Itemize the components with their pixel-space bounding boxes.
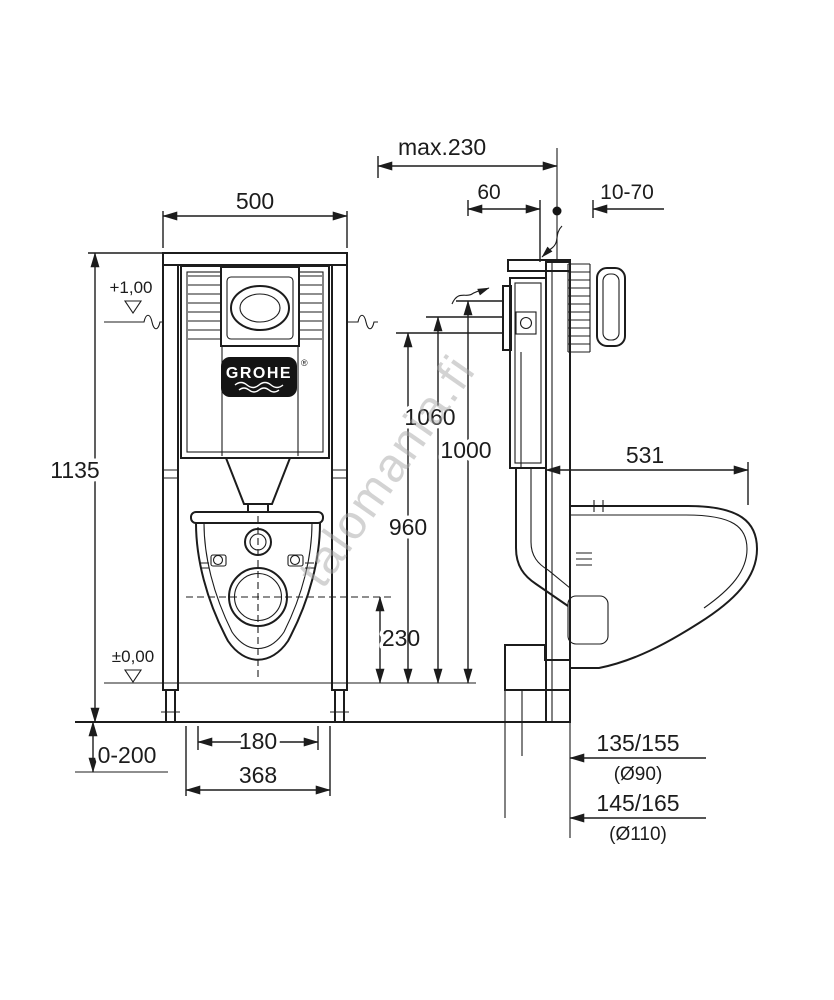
dim-368-label: 368 [239, 762, 277, 788]
frame-left-foot [165, 689, 176, 723]
bolt-hash-marks [200, 562, 314, 569]
cistern-hatch-left [188, 275, 221, 340]
flush-bend-inner [530, 468, 571, 589]
flush-pipe-front [247, 504, 269, 512]
registered-mark: ® [301, 358, 308, 368]
bowl-mount-bar [190, 511, 324, 524]
fixing-bolt [519, 316, 533, 330]
seat-hinge-marks [593, 500, 604, 512]
side-view [451, 148, 759, 838]
dim-60-label: 60 [477, 181, 500, 204]
side-dimensions: max.230 60 10-70 531 135/155 (Ø90) 145/1… [377, 134, 749, 845]
drain-elbow [504, 644, 571, 691]
dim-500-label: 500 [236, 188, 274, 214]
dim-180-label: 180 [239, 728, 277, 754]
dim-drain90-label: 135/155 [596, 730, 679, 756]
dim-feet-label: 0-200 [98, 742, 157, 768]
drain-pipe-extensions [504, 690, 523, 818]
plaster-arrow-left [451, 287, 490, 305]
fixing-box [515, 311, 537, 335]
dim-1000-label: 1000 [440, 437, 491, 463]
flush-plate [220, 266, 300, 347]
flush-plate-profile [596, 267, 626, 347]
frame-top-bar [162, 252, 348, 266]
watermark-text: talomania.fi [288, 346, 486, 597]
level-plus-line-right [347, 314, 378, 330]
flush-bend-outer [515, 468, 569, 607]
dim-230-label: 230 [382, 625, 420, 651]
flush-button-outer [230, 285, 290, 331]
front-dimensions: 500 1135 +1,00 ±0,00 0-200 180 368 230 [47, 188, 570, 796]
wall-reference-dot [552, 206, 562, 216]
logo-wave-1 [234, 381, 284, 389]
flush-plate-inner [226, 276, 294, 340]
level-plus-line-left [104, 314, 163, 330]
level-zero-triangle [123, 669, 143, 683]
cistern-side [509, 277, 547, 469]
level-plus-triangle [123, 300, 143, 314]
bowl-side-rim [570, 514, 748, 609]
bowl-inlet-connector [567, 595, 609, 645]
plaster-arrow-top [541, 225, 563, 258]
dim-1135-label: 1135 [50, 457, 99, 483]
side-rail [545, 261, 571, 723]
logo-wave-2 [238, 387, 280, 393]
rail-joint-marks [163, 469, 347, 479]
cistern-funnel [225, 457, 291, 505]
dim-368-extensions [185, 726, 331, 796]
grohe-logo: GROHE ® [221, 357, 308, 397]
bowl-side-outline [570, 505, 759, 669]
flush-button-inner [239, 293, 281, 323]
flush-plate-side [502, 285, 512, 351]
dim-drain90-diameter: (Ø90) [614, 764, 663, 785]
level-plus-label: +1,00 [109, 278, 152, 297]
frame-right-foot [334, 689, 345, 723]
dim-960-label: 960 [389, 514, 427, 540]
bolt-right [289, 554, 301, 566]
level-zero-label: ±0,00 [112, 647, 154, 666]
front-view: GROHE ® [161, 252, 392, 723]
dim-drain110-label: 145/165 [596, 790, 679, 816]
dim-1060-label: 1060 [404, 404, 455, 430]
cistern-hatch-right [299, 275, 322, 340]
logo-brand-text: GROHE [226, 365, 292, 382]
bolt-left [212, 554, 224, 566]
height-dim-extensions [396, 300, 504, 334]
bowl-connection-marks [576, 552, 592, 566]
dim-1070-label: 10-70 [600, 181, 654, 204]
dim-531-label: 531 [626, 442, 664, 468]
dim-max230-label: max.230 [398, 134, 486, 160]
wall-sleeve [567, 263, 591, 353]
cistern-side-inner [514, 282, 542, 464]
dim-drain110-diameter: (Ø110) [609, 824, 667, 845]
flush-plate-profile-inner [602, 273, 620, 341]
